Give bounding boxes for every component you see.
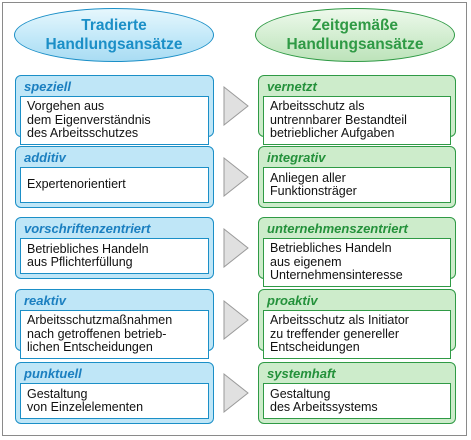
right-arrow-icon [223,228,249,268]
card-title: punktuell [24,366,82,381]
card-title: unternehmenszentriert [267,221,408,236]
card-body: Gestaltung des Arbeitssystems [263,383,451,419]
right-arrow-icon [223,86,249,126]
card-body: Gestaltung von Einzelelementen [20,383,209,419]
card-right-proaktiv: proaktiv Arbeitsschutz als Initiator zu … [258,289,456,359]
header-traditional-approaches: Tradierte Handlungsansätze [14,8,214,62]
card-body: Betriebliches Handeln aus Pflichterfüllu… [20,238,209,274]
card-title: vorschriftenzentriert [24,221,151,236]
card-body: Arbeitsschutz als Initiator zu treffende… [263,310,451,359]
card-right-unternehmenszentriert: unternehmenszentriert Betriebliches Hand… [258,217,456,287]
card-body: Expertenorientiert [20,167,209,203]
card-body: Arbeitsschutz als untrennbarer Bestandte… [263,96,451,145]
card-title: proaktiv [267,293,318,308]
card-left-reaktiv: reaktiv Arbeitsschutzmaßnahmen nach getr… [15,289,214,359]
card-left-vorschriftenzentriert: vorschriftenzentriert Betriebliches Hand… [15,217,214,279]
card-body: Betriebliches Handeln aus eigenem Untern… [263,238,451,287]
card-right-integrativ: integrativ Anliegen aller Funktionsträge… [258,146,456,208]
card-title: speziell [24,79,71,94]
card-left-additiv: additiv Expertenorientiert [15,146,214,208]
card-title: systemhaft [267,366,336,381]
card-body: Anliegen aller Funktionsträger [263,167,451,203]
card-body: Arbeitsschutzmaßnahmen nach getroffenen … [20,310,209,359]
header-modern-approaches: Zeitgemäße Handlungsansätze [255,8,455,62]
card-title: integrativ [267,150,326,165]
card-right-systemhaft: systemhaft Gestaltung des Arbeitssystems [258,362,456,424]
card-body: Vorgehen aus dem Eigenverständnis des Ar… [20,96,209,145]
right-arrow-icon [223,300,249,340]
right-arrow-icon [223,157,249,197]
card-title: additiv [24,150,66,165]
card-left-punktuell: punktuell Gestaltung von Einzelelementen [15,362,214,424]
card-title: reaktiv [24,293,66,308]
card-title: vernetzt [267,79,317,94]
right-arrow-icon [223,373,249,413]
card-right-vernetzt: vernetzt Arbeitsschutz als untrennbarer … [258,75,456,145]
card-left-speziell: speziell Vorgehen aus dem Eigenverständn… [15,75,214,145]
